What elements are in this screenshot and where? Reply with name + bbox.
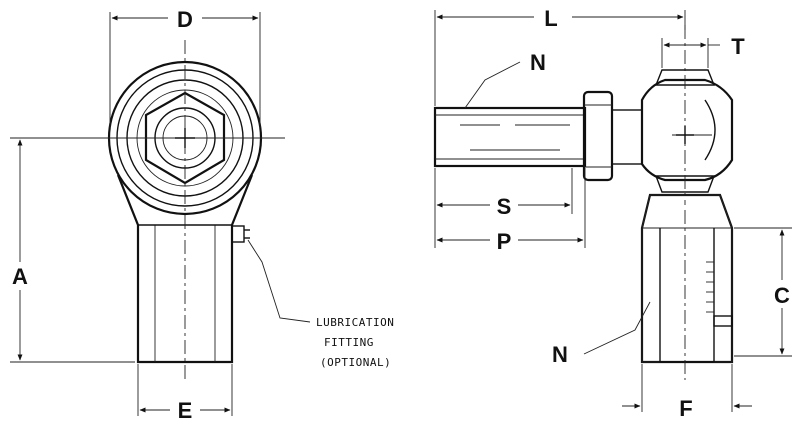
- label-d: D: [177, 7, 193, 32]
- dimension-d: D: [109, 7, 261, 128]
- note-line-2: FITTING: [324, 336, 374, 349]
- label-a: A: [12, 264, 28, 289]
- label-s: S: [497, 194, 512, 219]
- side-view: [433, 25, 734, 380]
- label-n-top: N: [530, 50, 546, 75]
- label-e: E: [178, 398, 193, 423]
- callout-n-top: N: [464, 50, 546, 109]
- note-line-1: LUBRICATION: [316, 316, 394, 329]
- label-l: L: [544, 6, 557, 31]
- dimension-f: F: [622, 364, 752, 421]
- dimension-l: L: [434, 6, 686, 106]
- dimension-t: T: [661, 34, 745, 68]
- label-p: P: [497, 229, 512, 254]
- note-line-3: (OPTIONAL): [320, 356, 391, 369]
- dimension-e: E: [137, 364, 233, 423]
- dimension-a: A: [10, 137, 135, 363]
- label-c: C: [774, 283, 790, 308]
- dimension-c: C: [734, 227, 792, 357]
- dimension-s: S: [434, 168, 573, 219]
- front-view: [88, 40, 285, 380]
- dimension-p: P: [434, 168, 586, 254]
- label-n-bottom: N: [552, 342, 568, 367]
- callout-n-bottom: N: [552, 301, 651, 367]
- lubrication-fitting-callout: LUBRICATION FITTING (OPTIONAL): [247, 239, 394, 369]
- label-t: T: [731, 34, 745, 59]
- label-f: F: [679, 396, 692, 421]
